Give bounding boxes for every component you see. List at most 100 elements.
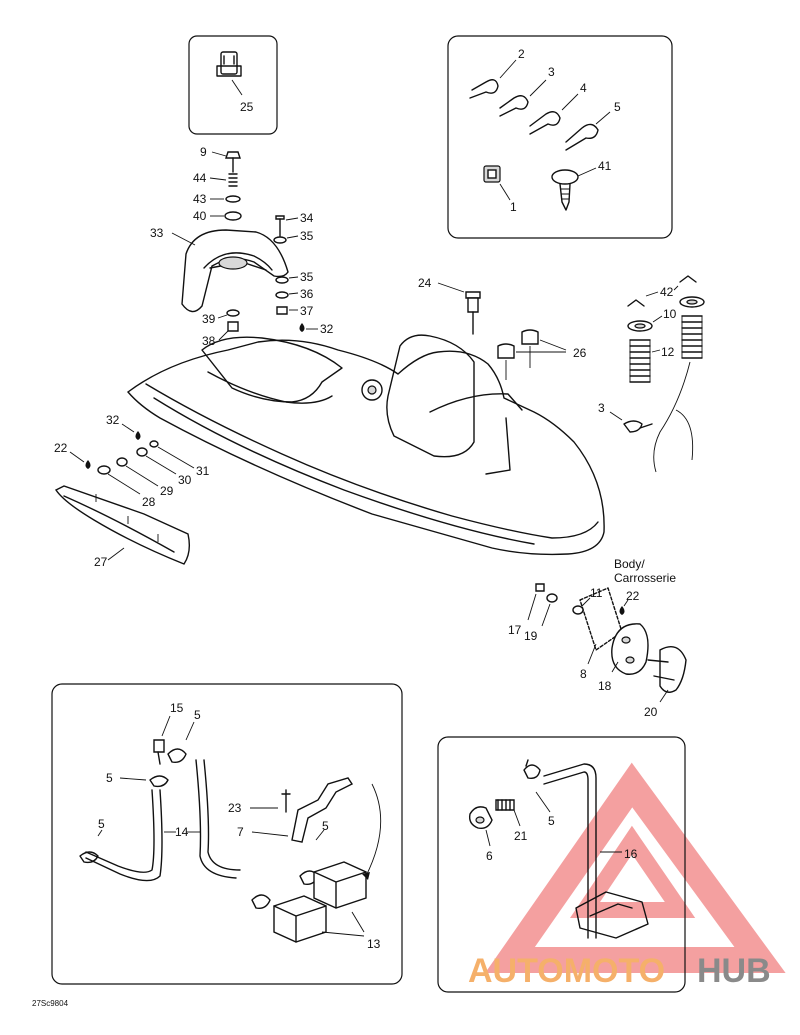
nut-37 <box>276 306 298 315</box>
callout-9: 9 <box>200 145 207 159</box>
callout-5-vent-d: 5 <box>322 819 329 833</box>
frame-clip-25 <box>188 35 278 135</box>
screw-41 <box>551 167 597 211</box>
callout-28: 28 <box>142 495 156 509</box>
body-label-line1: Body/ <box>614 557 645 571</box>
plug-26-b <box>521 329 539 368</box>
frame-clamps <box>447 35 673 239</box>
hose-behind-springs <box>653 361 691 473</box>
clamp-3 <box>499 79 547 117</box>
callout-24: 24 <box>418 276 432 290</box>
washer-40 <box>210 211 242 221</box>
bolt-34 <box>275 215 299 237</box>
screw-23 <box>250 789 291 813</box>
callout-40: 40 <box>193 209 207 223</box>
callout-17: 17 <box>508 623 522 637</box>
callout-7: 7 <box>237 825 244 839</box>
callout-22-left: 22 <box>54 441 68 455</box>
clip-42-left <box>627 299 645 307</box>
callout-25: 25 <box>240 100 254 114</box>
clamp-5-top <box>565 111 611 151</box>
callout-11: 11 <box>590 586 603 600</box>
callout-42: 42 <box>660 285 674 299</box>
hose-end-right <box>675 409 694 461</box>
clamp-2 <box>469 59 517 99</box>
washer-28 <box>97 465 141 495</box>
callout-1: 1 <box>510 200 517 214</box>
callout-13: 13 <box>367 937 381 951</box>
watermark-text-automoto: AUTOMOTO <box>468 952 665 990</box>
washer-19 <box>541 593 558 627</box>
vent-box-13-b <box>273 895 327 943</box>
callout-3-top: 3 <box>548 65 555 79</box>
fitting-24 <box>437 282 481 335</box>
callout-12: 12 <box>661 345 675 359</box>
clip-42-right <box>679 275 697 283</box>
callout-37: 37 <box>300 304 314 318</box>
bolt-9 <box>211 151 241 173</box>
frame-drain-hose <box>437 736 686 993</box>
callout-23: 23 <box>228 801 242 815</box>
nut-38 <box>218 321 239 341</box>
loctite-drop-22-left <box>69 451 91 469</box>
vent-tube-14 <box>85 759 241 882</box>
callout-5-vent-a: 5 <box>194 708 201 722</box>
callout-10: 10 <box>663 307 677 321</box>
spacer-36 <box>275 291 299 299</box>
callout-41: 41 <box>598 159 612 173</box>
callout-8: 8 <box>580 667 587 681</box>
part-clip-25 <box>216 51 243 96</box>
callout-4: 4 <box>580 81 587 95</box>
callout-38: 38 <box>202 334 216 348</box>
leader-42 <box>645 291 659 297</box>
loctite-drop-32-top <box>299 323 318 332</box>
spring-44 <box>209 173 238 187</box>
body-label-line2: Carrosserie <box>614 571 676 585</box>
handlebar-33 <box>171 229 289 313</box>
washer-29 <box>116 457 159 487</box>
callout-18: 18 <box>598 679 612 693</box>
callout-5-top: 5 <box>614 100 621 114</box>
arrow-head <box>362 872 370 880</box>
arrow-to-vent-box <box>365 783 382 877</box>
callout-32-left: 32 <box>106 413 120 427</box>
callout-5-drain: 5 <box>548 814 555 828</box>
watermark-text-hub: HUB <box>697 952 771 990</box>
cap-10-right <box>679 296 705 308</box>
callout-32-top: 32 <box>320 322 334 336</box>
clamp-vent-e <box>251 894 271 910</box>
leader-26-b <box>539 339 567 351</box>
callout-16: 16 <box>624 847 638 861</box>
callout-2: 2 <box>518 47 525 61</box>
clamp-5-vent-b <box>119 775 169 788</box>
loctite-drop-32-left <box>121 423 141 440</box>
fitting-15 <box>153 715 171 765</box>
callout-35-top: 35 <box>300 229 314 243</box>
callout-35-bottom: 35 <box>300 270 314 284</box>
leader-12 <box>651 349 661 353</box>
callout-31: 31 <box>196 464 210 478</box>
clamp-5-drain <box>523 759 551 813</box>
stud-31 <box>149 440 195 469</box>
callout-6: 6 <box>486 849 493 863</box>
spring-12-right <box>681 315 703 359</box>
drain-hose-16 <box>543 763 622 939</box>
callout-26: 26 <box>573 346 587 360</box>
cover-20 <box>647 646 687 703</box>
leader-42b <box>673 285 679 291</box>
callout-5-vent-b: 5 <box>106 771 113 785</box>
clamp-3-mid <box>609 411 653 433</box>
nut-17 <box>527 583 545 621</box>
callout-44: 44 <box>193 171 207 185</box>
leader-10 <box>652 315 663 323</box>
callout-39: 39 <box>202 312 216 326</box>
nut-1 <box>483 165 511 201</box>
callout-15: 15 <box>170 701 184 715</box>
callout-5-vent-c: 5 <box>98 817 105 831</box>
bracket-7 <box>251 777 354 843</box>
reservoir-box <box>575 891 649 939</box>
callout-33: 33 <box>150 226 164 240</box>
cap-6 <box>468 806 493 847</box>
frame-vent-tubes <box>51 683 403 985</box>
